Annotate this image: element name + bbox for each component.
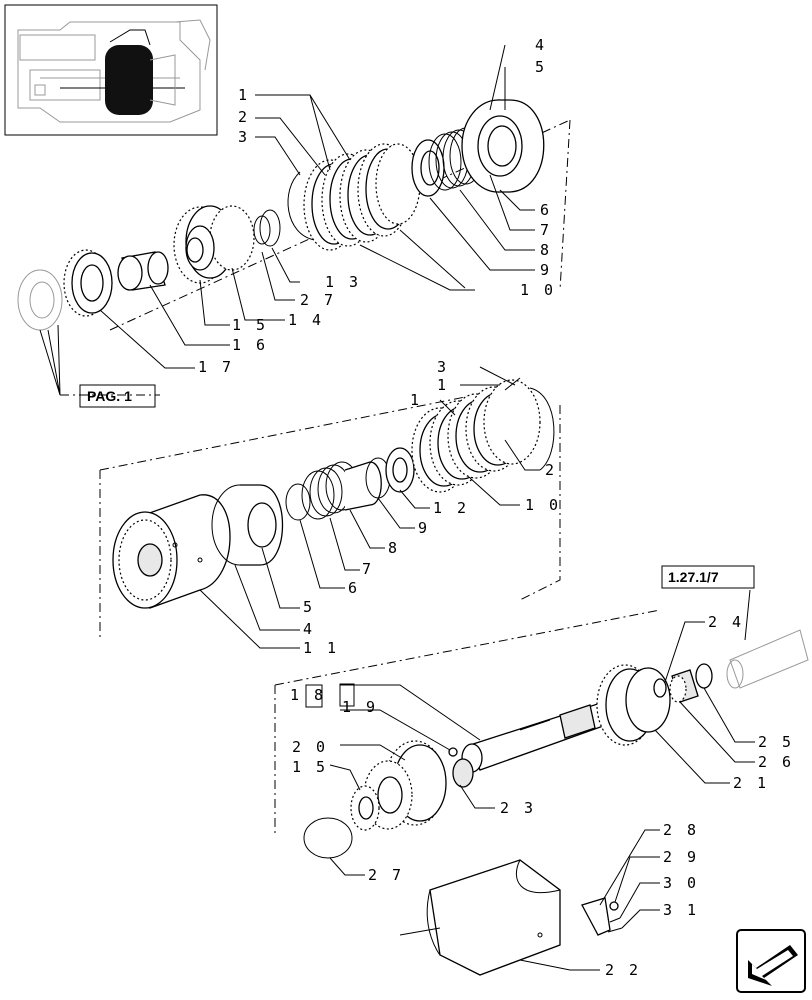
svg-text:5: 5	[303, 598, 315, 616]
svg-text:3: 3	[238, 128, 250, 146]
svg-text:2 9: 2 9	[663, 848, 699, 866]
part-13-snap-ring	[253, 209, 281, 247]
svg-text:PAG. 1: PAG. 1	[87, 388, 132, 404]
svg-text:3 0: 3 0	[663, 874, 699, 892]
part-7-8-springs	[301, 461, 382, 520]
part-22-cover	[399, 859, 561, 976]
part-6-seal-middle	[285, 483, 311, 521]
transmission-overview-thumbnail	[4, 4, 218, 136]
page-ref-box[interactable]: PAG. 1	[79, 384, 156, 408]
clutch-disc-pack	[303, 143, 421, 251]
part-11-clutch-drum	[112, 494, 231, 609]
part-18-shaft	[461, 699, 621, 773]
svg-text:9: 9	[540, 261, 552, 279]
svg-text:2 0: 2 0	[292, 738, 328, 756]
svg-text:1: 1	[238, 86, 250, 104]
part-16-gear	[63, 249, 113, 317]
part-28-bracket	[581, 897, 611, 936]
svg-text:3: 3	[437, 358, 449, 376]
svg-text:1.27.1/7: 1.27.1/7	[668, 569, 719, 585]
svg-text:2 5: 2 5	[758, 733, 794, 751]
svg-text:1 5: 1 5	[292, 758, 328, 776]
svg-text:4: 4	[303, 620, 315, 638]
part-31-bolt	[607, 927, 623, 933]
svg-text:2: 2	[238, 108, 250, 126]
clutch-disc-pack-middle	[411, 379, 541, 493]
svg-text:7: 7	[540, 221, 552, 239]
svg-text:4: 4	[535, 36, 547, 54]
svg-text:2 4: 2 4	[708, 613, 744, 631]
svg-text:1 0: 1 0	[525, 496, 561, 514]
labels-top: 1 2 3 4 5 6 7 8 9 1 0 1 3 2 7 1 4 1 5 1 …	[198, 36, 556, 376]
part-23-bushing	[452, 758, 474, 788]
svg-text:2 2: 2 2	[605, 961, 641, 979]
ref-1277-box[interactable]: 1.27.1/7	[661, 565, 755, 589]
svg-text:5: 5	[535, 58, 547, 76]
svg-text:8: 8	[388, 539, 400, 557]
labels-middle: 3 1 1 2 1 0 1 2 9 8 7 6 5 4 1 1	[303, 358, 561, 657]
svg-text:1 4: 1 4	[288, 311, 324, 329]
svg-text:2 3: 2 3	[500, 799, 536, 817]
svg-text:6: 6	[348, 579, 360, 597]
svg-text:6: 6	[540, 201, 552, 219]
svg-text:1 7: 1 7	[198, 358, 234, 376]
part-14-gear	[173, 205, 255, 284]
svg-text:2 1: 2 1	[733, 774, 769, 792]
part-30-bolt	[609, 917, 621, 923]
part-15-bushing	[117, 251, 169, 291]
next-page-arrow-icon[interactable]	[736, 929, 806, 993]
part-5-piston-middle	[211, 484, 284, 566]
part-24-output-shaft	[726, 629, 809, 689]
svg-text:1 8: 1 8	[290, 686, 326, 704]
svg-text:1 2: 1 2	[433, 499, 469, 517]
part-17-gear	[17, 269, 63, 331]
svg-text:9: 9	[418, 519, 430, 537]
part-5-piston	[461, 99, 545, 193]
labels-shaft: 2 4 1 8 1 9 2 0 1 5 2 3 2 5 2 6 2 1 2 7	[290, 613, 794, 884]
svg-text:7: 7	[362, 560, 374, 578]
part-29-nut	[609, 901, 619, 911]
svg-text:1: 1	[437, 376, 449, 394]
svg-text:1: 1	[410, 391, 422, 409]
shaft-assembly	[274, 609, 809, 859]
svg-text:8: 8	[540, 241, 552, 259]
part-27-ring	[303, 817, 353, 859]
svg-text:1 6: 1 6	[232, 336, 268, 354]
middle-assembly	[99, 377, 561, 640]
svg-text:2 7: 2 7	[368, 866, 404, 884]
labels-cover: 2 8 2 9 3 0 3 1 2 2	[605, 821, 699, 979]
svg-text:1 0: 1 0	[520, 281, 556, 299]
part-3-retaining-ring-middle	[529, 387, 555, 471]
part-19-ball	[448, 747, 458, 757]
svg-text:1 5: 1 5	[232, 316, 268, 334]
svg-text:2: 2	[545, 461, 557, 479]
svg-text:3 1: 3 1	[663, 901, 699, 919]
part-25-washer	[695, 663, 713, 689]
top-assembly	[17, 99, 571, 396]
svg-text:1 1: 1 1	[303, 639, 339, 657]
svg-text:2 8: 2 8	[663, 821, 699, 839]
svg-text:1 3: 1 3	[325, 273, 361, 291]
part-26-bearing	[669, 669, 699, 703]
svg-text:2 7: 2 7	[300, 291, 336, 309]
part-3-retaining-ring	[287, 171, 316, 241]
part-21-gear	[596, 664, 671, 746]
svg-text:1 9: 1 9	[342, 698, 378, 716]
part-15-gear	[350, 785, 380, 831]
cover-assembly	[399, 859, 623, 976]
svg-text:2 6: 2 6	[758, 753, 794, 771]
part-12-ring	[385, 447, 415, 493]
leader-lines	[39, 44, 755, 971]
